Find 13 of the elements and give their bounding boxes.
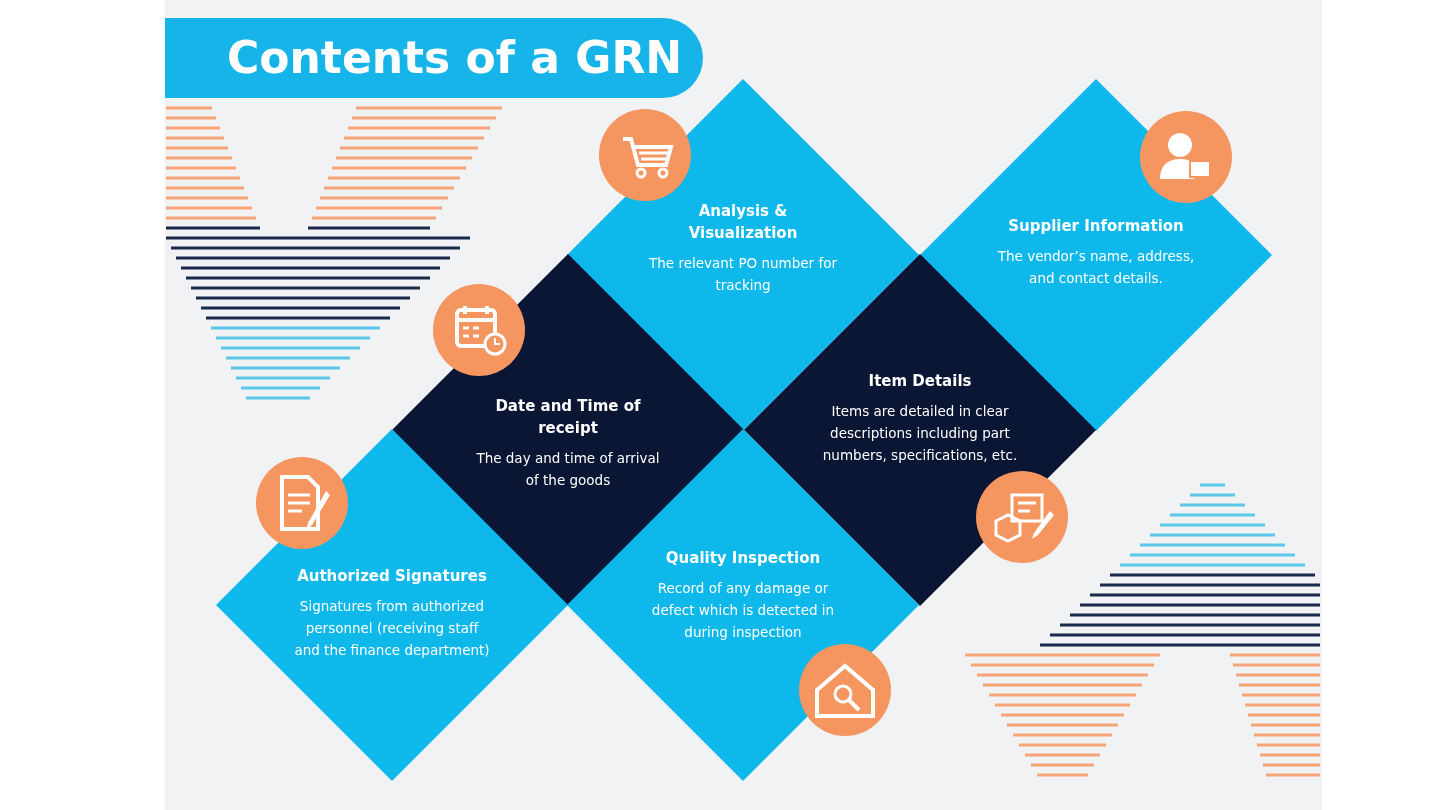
- panel-heading: Quality Inspection: [664, 548, 822, 569]
- panel-description: Record of any damage or defect which is detected in during inspection: [650, 579, 836, 642]
- panel-description: Signatures from authorized personnel (receiving staff and the finance department): [293, 597, 491, 660]
- panel-description: The day and time of arrival of the goods: [475, 449, 661, 490]
- panel-description: Items are detailed in clear descriptions including part numbers, specifications, etc.: [821, 402, 1019, 465]
- panel-heading: Authorized Signatures: [296, 566, 488, 587]
- panel-heading: Date and Time of receipt: [494, 396, 642, 439]
- panel-heading: Item Details: [867, 371, 973, 392]
- panel-description: The vendor’s name, address, and contact details.: [996, 247, 1196, 288]
- panel-heading: Supplier Information: [1007, 216, 1185, 237]
- panel-description: The relevant PO number for tracking: [648, 254, 838, 295]
- title-banner: Contents of a GRN: [165, 18, 703, 98]
- panel-heading: Analysis & Visualization: [687, 201, 799, 244]
